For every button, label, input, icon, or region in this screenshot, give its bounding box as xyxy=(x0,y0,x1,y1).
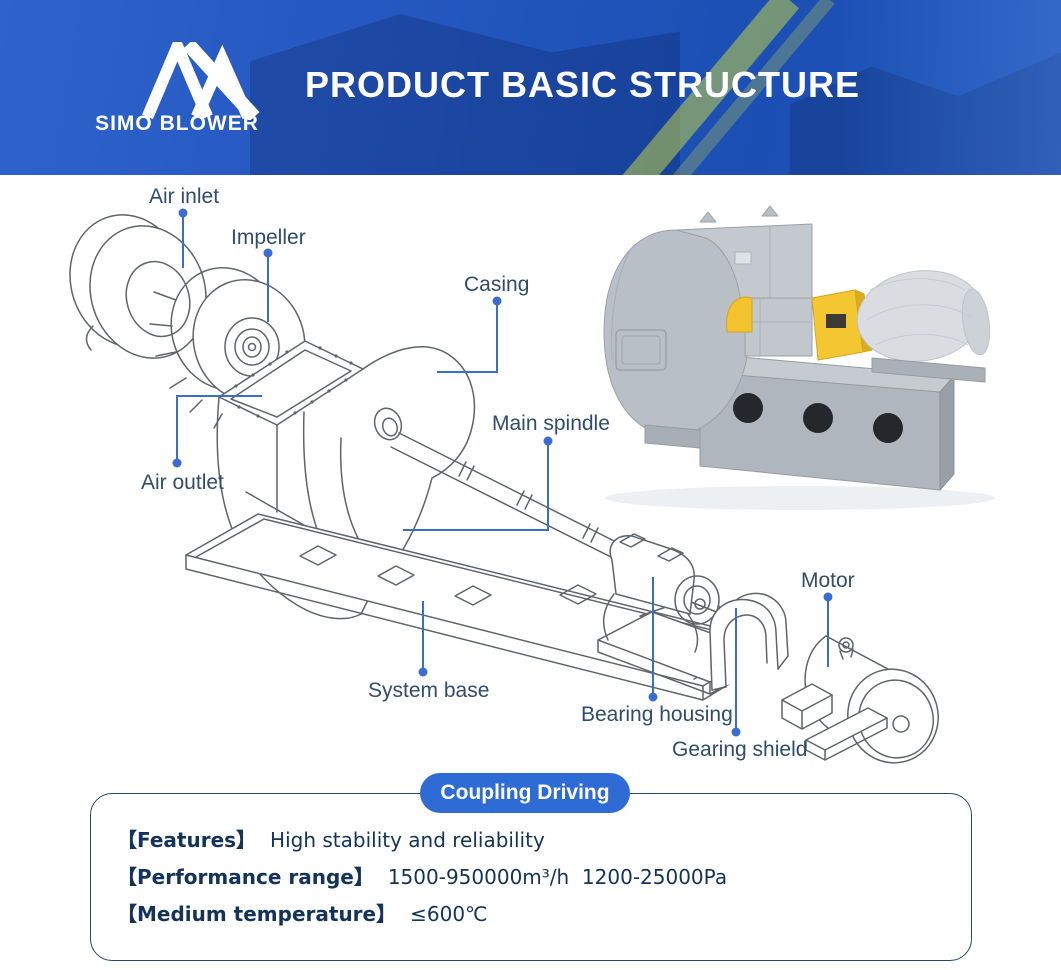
photo-lifting-lug xyxy=(699,211,717,223)
photo-outlet-duct xyxy=(675,223,813,304)
product-photo xyxy=(603,205,995,510)
spec-label: 【Medium temperature】 xyxy=(117,902,397,926)
leader-dot xyxy=(492,296,502,306)
photo-warning-label xyxy=(826,314,846,328)
label-air-outlet: Air outlet xyxy=(141,471,224,494)
photo-base-hole xyxy=(803,403,833,433)
leader-dot xyxy=(823,592,833,602)
photo-wrapped-motor xyxy=(856,270,984,362)
label-casing: Casing xyxy=(464,273,530,296)
photo-coupling-guard xyxy=(811,289,864,361)
spec-value: 1500-950000m³/h 1200-25000Pa xyxy=(387,865,728,889)
brand-logo-icon xyxy=(142,42,260,120)
label-system-base: System base xyxy=(368,679,490,702)
spec-value: ≤600℃ xyxy=(410,902,488,926)
brand-name: SIMO BLOWER xyxy=(95,112,259,135)
photo-base-hole xyxy=(733,393,763,423)
gearing-shield-drawing xyxy=(709,592,789,691)
photo-bearing-pedestal xyxy=(744,297,813,357)
label-air-inlet: Air inlet xyxy=(149,185,220,208)
spec-label: 【Features】 xyxy=(117,828,257,852)
leader-dot xyxy=(648,692,658,702)
spec-label: 【Performance range】 xyxy=(117,865,374,889)
specs-box: 【Features】 High stability and reliabilit… xyxy=(90,793,972,961)
leader-dot xyxy=(172,458,182,468)
coupling-driving-badge: Coupling Driving xyxy=(420,773,630,813)
air-inlet-drawing xyxy=(69,214,207,359)
photo-base-top xyxy=(699,355,955,393)
photo-shadow xyxy=(605,486,995,510)
photo-access-door xyxy=(615,329,667,371)
spec-row-features: 【Features】 High stability and reliabilit… xyxy=(117,827,951,854)
header-glow-decoration xyxy=(841,0,1061,175)
impeller-drawing xyxy=(149,267,306,429)
photo-yellow-bracket xyxy=(726,296,753,333)
spec-value: High stability and reliability xyxy=(270,828,545,852)
leader-dot xyxy=(178,208,188,218)
label-bearing-housing: Bearing housing xyxy=(581,703,733,726)
spec-row-performance-range: 【Performance range】 1500-950000m³/h 1200… xyxy=(117,864,951,891)
leader-air-outlet xyxy=(176,395,262,463)
photo-lifting-lug xyxy=(761,205,779,217)
leader-main-spindle xyxy=(403,441,549,531)
header: SIMO BLOWER PRODUCT BASIC STRUCTURE xyxy=(0,0,1061,175)
photo-motor-base xyxy=(871,357,986,383)
main-spindle-drawing xyxy=(390,432,671,585)
photo-scroll-housing xyxy=(603,229,751,437)
page-title: PRODUCT BASIC STRUCTURE xyxy=(305,64,861,105)
leader-casing xyxy=(437,301,498,373)
photo-support-leg xyxy=(644,424,701,449)
leader-dot xyxy=(731,727,741,737)
label-main-spindle: Main spindle xyxy=(492,412,610,435)
leader-dot xyxy=(418,667,428,677)
system-base-drawing xyxy=(185,513,776,701)
photo-base-hole xyxy=(873,413,903,443)
label-impeller: Impeller xyxy=(231,226,306,249)
bearing-housing-drawing xyxy=(597,533,765,695)
spec-row-medium-temperature: 【Medium temperature】 ≤600℃ xyxy=(117,901,951,928)
photo-base-side xyxy=(939,375,955,491)
label-motor: Motor xyxy=(801,569,855,592)
label-gearing-shield: Gearing shield xyxy=(672,738,808,761)
casing-drawing xyxy=(216,340,476,620)
leader-dot xyxy=(543,436,553,446)
photo-base-front xyxy=(699,371,941,491)
photo-nameplate xyxy=(734,251,752,265)
